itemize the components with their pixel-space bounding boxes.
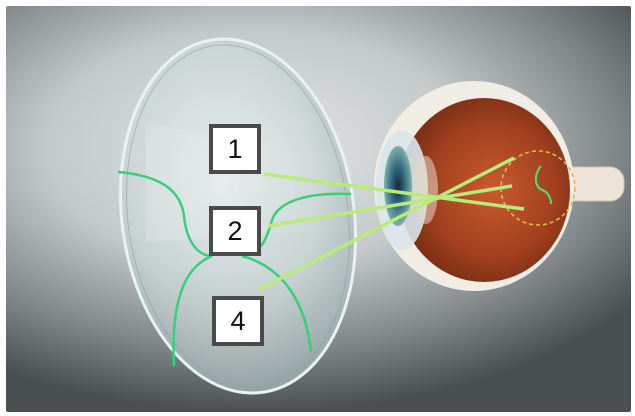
callout-label-4: 4	[212, 296, 264, 346]
ray-2	[267, 184, 513, 228]
ray-4	[257, 156, 515, 292]
callout-label-1-text: 1	[227, 133, 243, 164]
crystalline-lens	[414, 156, 438, 224]
callout-label-2-text: 2	[227, 215, 243, 246]
callout-label-4-text: 4	[230, 305, 246, 336]
callout-label-1: 1	[209, 124, 261, 174]
lens-zone-line-lower-left	[172, 254, 213, 367]
retina-projection-curve	[534, 165, 552, 205]
callout-label-2: 2	[209, 206, 261, 256]
macula-region	[500, 150, 576, 226]
lens-zone-line-left	[117, 170, 213, 258]
illustration-scene: 1 2 4	[6, 6, 631, 412]
lens-eye-illustration	[117, 37, 625, 395]
ray-1	[263, 172, 525, 211]
lens-zone-line-lower-right	[241, 254, 313, 353]
